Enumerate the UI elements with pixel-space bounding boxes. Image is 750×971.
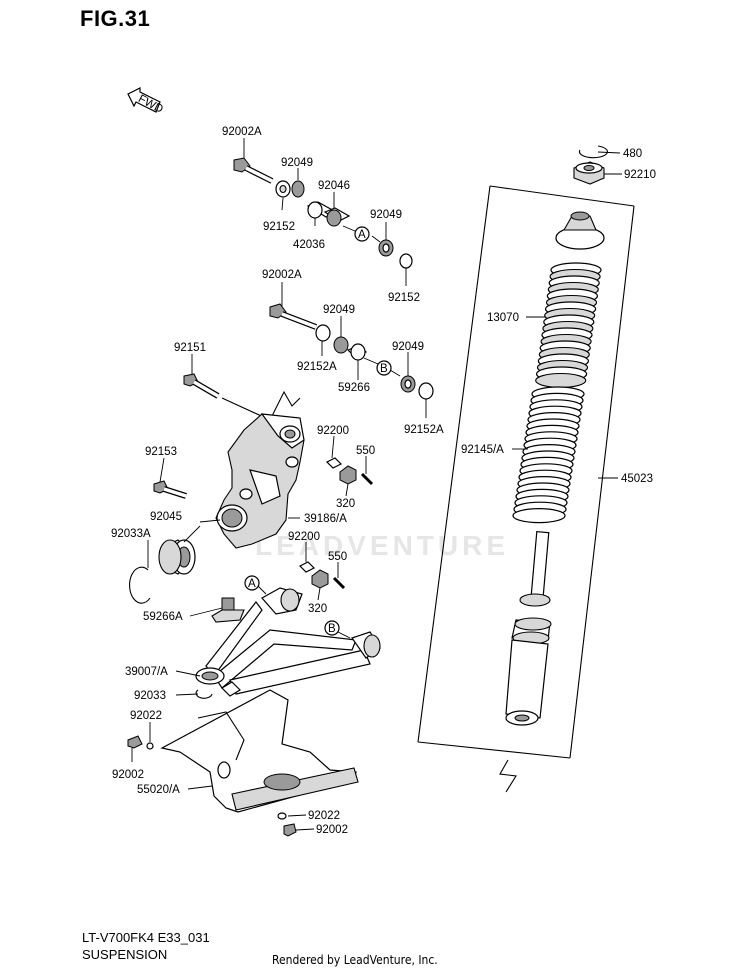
leader-lines: [131, 138, 622, 831]
spacer-42036: [307, 201, 323, 219]
seal-92049-a: [291, 180, 305, 198]
bushing-59266: [350, 343, 366, 361]
skid-plate-55020A: [160, 689, 359, 813]
label-92002-b: 92002: [316, 824, 348, 836]
label-550-a: 550: [356, 445, 375, 457]
label-92200-a: 92200: [317, 425, 349, 437]
svg-text:B: B: [380, 363, 388, 375]
label-92210: 92210: [624, 169, 656, 181]
rendered-by: Rendered by LeadVenture, Inc.: [272, 953, 438, 967]
label-92152A-a: 92152A: [297, 361, 337, 373]
label-92145A: 92145/A: [461, 444, 504, 456]
washer-92022-b: [277, 812, 287, 820]
label-92002A-top: 92002A: [222, 126, 262, 138]
section-name: SUSPENSION: [82, 947, 168, 962]
label-39007A: 39007/A: [125, 666, 168, 678]
bolt-92002A-mid: [269, 303, 318, 330]
label-39186A: 39186/A: [304, 513, 347, 525]
seal-92049-c: [333, 336, 349, 354]
washer-92152A-b: [418, 382, 434, 400]
label-55020A: 55020/A: [137, 784, 180, 796]
label-92046: 92046: [318, 180, 350, 192]
ref-marker-b-lower: B: [324, 620, 340, 636]
circlip-480: [578, 145, 608, 159]
bushing-92046: [326, 209, 342, 227]
bolt-92151: [183, 373, 220, 399]
part-labels: 92002A 92049 92046 92152 42036 92049 921…: [111, 126, 656, 836]
boot-fold: [535, 372, 587, 389]
label-92153: 92153: [145, 446, 177, 458]
ref-marker-a-lower: A: [244, 575, 260, 591]
label-92045: 92045: [150, 511, 182, 523]
label-45023: 45023: [621, 473, 653, 485]
label-92049-c: 92049: [323, 304, 355, 316]
bolt-92153: [153, 480, 187, 499]
damper-body: [505, 530, 552, 726]
label-92151: 92151: [174, 342, 206, 354]
label-92022-b: 92022: [308, 810, 340, 822]
cotter-pin-550-b: [332, 576, 346, 590]
label-92049-b: 92049: [370, 209, 402, 221]
washer-92200-a: [325, 457, 343, 469]
label-92200-b: 92200: [288, 531, 320, 543]
label-320-b: 320: [308, 603, 327, 615]
label-92033: 92033: [134, 690, 166, 702]
label-480: 480: [623, 148, 642, 160]
boot-13070: [535, 262, 602, 389]
label-42036: 42036: [293, 239, 325, 251]
label-92049-d: 92049: [392, 341, 424, 353]
washer-92152A-a: [315, 324, 331, 342]
knuckle-39186A: [215, 413, 305, 549]
label-320-a: 320: [336, 498, 355, 510]
svg-text:B: B: [328, 623, 336, 635]
washer-92022-a: [146, 742, 154, 750]
bolt-92002A-upper: [233, 157, 274, 184]
label-92152-a: 92152: [263, 221, 295, 233]
spring-coil: [512, 507, 566, 524]
forward-arrow-icon: FWD: [127, 87, 165, 116]
label-92002-a: 92002: [112, 769, 144, 781]
washer-92200-b: [298, 561, 316, 573]
label-13070: 13070: [487, 312, 519, 324]
shock-frame: [417, 185, 635, 759]
label-92152-b: 92152: [388, 292, 420, 304]
washer-92152-b: [399, 253, 413, 269]
bolt-92002-b: [277, 812, 297, 837]
label-550-b: 550: [328, 551, 347, 563]
spring-92145A: [512, 386, 585, 524]
svg-text:A: A: [248, 578, 256, 590]
nut-320-a: [339, 465, 357, 485]
shock-top-mount: [555, 211, 605, 250]
ref-marker-b-upper: B: [376, 360, 392, 376]
model-code: LT-V700FK4 E33_031: [82, 930, 210, 945]
svg-text:A: A: [358, 229, 366, 241]
cotter-pin-550-a: [360, 472, 374, 486]
figure-title: FIG.31: [80, 6, 151, 31]
nut-92210: [573, 161, 605, 185]
bolt-92002-a: [127, 735, 154, 750]
label-92033A: 92033A: [111, 528, 151, 540]
bearing-92045: [158, 539, 196, 575]
label-92152A-b: 92152A: [404, 424, 444, 436]
label-92002A-mid: 92002A: [262, 269, 302, 281]
label-59266A: 59266A: [143, 611, 183, 623]
circlip-92033A: [129, 566, 151, 604]
label-59266: 59266: [338, 382, 370, 394]
ref-marker-a-upper: A: [354, 226, 370, 242]
label-92049-a: 92049: [281, 157, 313, 169]
label-92022-a: 92022: [130, 710, 162, 722]
lower-arm-39007A: [195, 587, 381, 697]
nut-320-b: [311, 569, 329, 589]
circlip-92033: [195, 689, 213, 699]
fwd-label: FWD: [136, 93, 165, 116]
watermark-text: LEADVENTURE: [255, 530, 510, 561]
